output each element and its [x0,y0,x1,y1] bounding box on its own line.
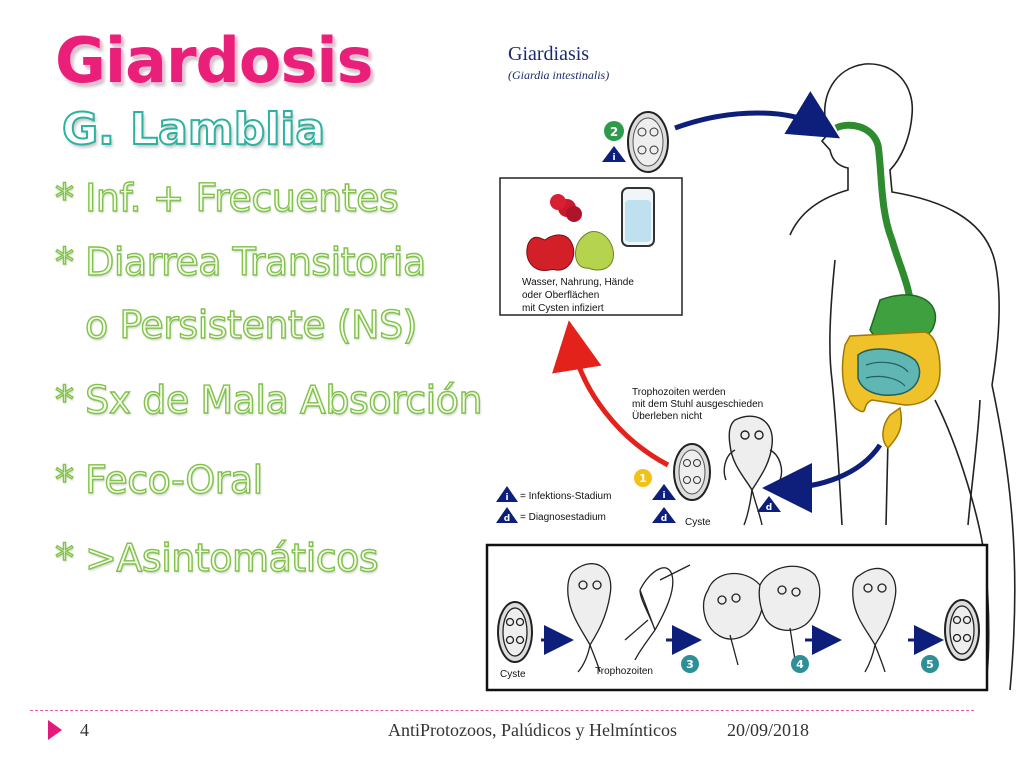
diagnostic-stage-icon [652,507,676,523]
footer-divider [30,710,974,711]
legend-infective: = Infektions-Stadium [520,491,611,502]
slide-subtitle: G. Lamblia [61,104,326,155]
infective-stage-icon [496,486,518,502]
cyst-infective [627,111,669,173]
digestive-tract [834,121,941,450]
svg-text:d: d [766,503,772,513]
legend: i = Infektions-Stadium d = Diagnosestadi… [496,486,611,524]
svg-text:d: d [504,514,510,524]
bullet-item: o Persistente (NS) [84,303,418,347]
step-badge [604,121,624,141]
step-number: 1 [639,472,647,485]
step-badge [791,655,809,673]
step-number: 2 [610,125,618,139]
contamination-box [499,177,683,316]
trophozoite-diagnostic [723,415,783,526]
page-number: 4 [80,720,89,740]
infective-stage-icon [602,146,626,162]
infective-stage-icon [652,484,676,500]
slide-title: Giardosis [55,24,374,97]
arrow-red-up [552,320,670,468]
svg-text:d: d [661,514,667,524]
bullet-item: * >Asintomáticos [54,536,379,580]
arrow-from-intestine [762,443,883,513]
cyst-label: Cyste [685,517,711,528]
step-badge [634,469,652,487]
arrow-to-mouth [674,91,841,139]
source-box-text: Wasser, Nahrung, Hände oder Oberflächen … [522,277,637,314]
footer-course: AntiProtozoos, Palúdicos y Helmínticos [388,720,677,740]
trophozoite-note: Trophozoiten werden mit dem Stuhl ausges… [632,387,766,422]
step-badge [921,655,939,673]
svg-text:i: i [662,491,665,501]
life-cycle-diagram: Giardiasis (Giardia intestinalis) 2 i [485,43,1016,692]
step-number: 3 [686,658,694,671]
diagram-title: Giardiasis [508,43,589,65]
step-badge [681,655,699,673]
trophozoite-label: Trophozoiten [595,666,653,677]
bullet-item: * Inf. + Frecuentes [54,176,399,220]
cyst-label: Cyste [500,669,526,680]
footer-date: 20/09/2018 [727,720,810,740]
bullet-item: * Sx de Mala Absorción [54,378,483,422]
svg-text:i: i [612,153,615,163]
svg-text:i: i [505,493,508,503]
bullet-item: * Diarrea Transitoria [54,240,427,284]
step-number: 4 [796,658,804,671]
sequence-stages [497,563,980,673]
legend-diagnostic: = Diagnosestadium [520,512,606,523]
diagnostic-stage-icon [496,507,518,523]
step-number: 5 [926,658,934,671]
play-arrow-icon [48,720,62,740]
bullet-item: * Feco-Oral [54,458,264,502]
cyst-diagnostic [673,443,711,501]
diagram-subtitle: (Giardia intestinalis) [508,68,609,82]
